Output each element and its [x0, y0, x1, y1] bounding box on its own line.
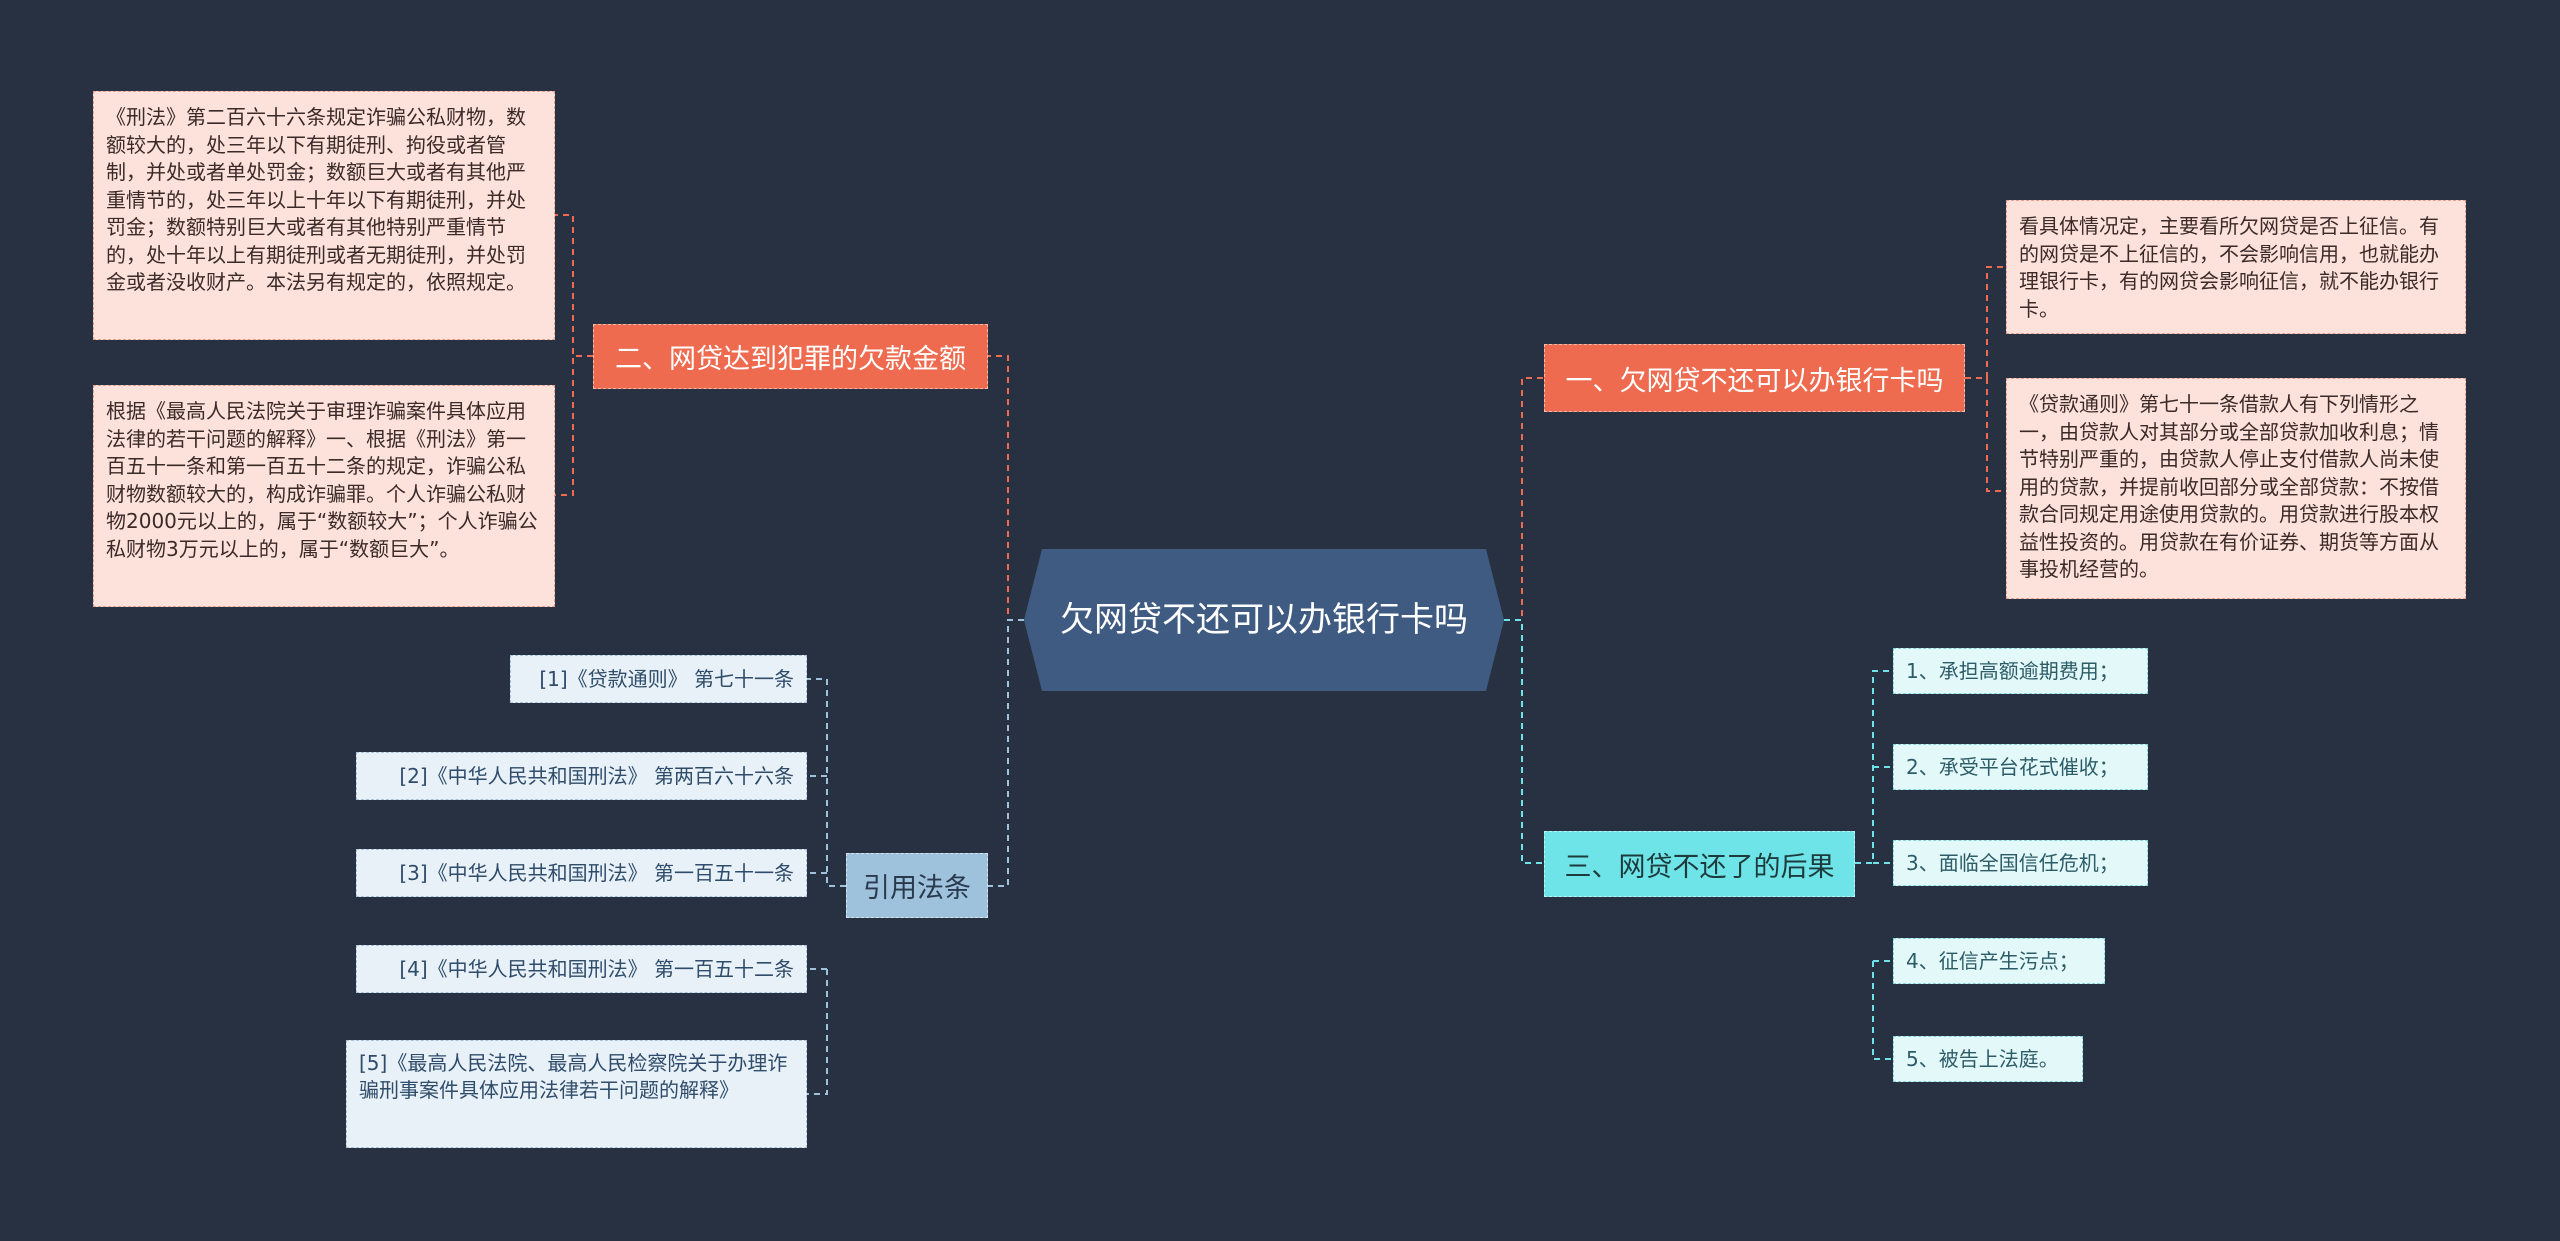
- branch-1-note-1[interactable]: 看具体情况定，主要看所欠网贷是否上征信。有的网贷是不上征信的，不会影响信用，也就…: [2006, 200, 2466, 334]
- link-b1-item1: [1965, 266, 2006, 379]
- branch-4-item-2[interactable]: [2]《中华人民共和国刑法》 第两百六十六条: [356, 752, 807, 800]
- root-topic-label: 欠网贷不还可以办银行卡吗: [1060, 600, 1468, 640]
- branch-3-item-1[interactable]: 1、承担高额逾期费用；: [1893, 648, 2148, 694]
- branch-2-note-1[interactable]: 《刑法》第二百六十六条规定诈骗公私财物，数额较大的，处三年以下有期徒刑、拘役或者…: [93, 91, 555, 340]
- branch-2-note-1-text: 《刑法》第二百六十六条规定诈骗公私财物，数额较大的，处三年以下有期徒刑、拘役或者…: [106, 105, 526, 294]
- branch-2-note-2[interactable]: 根据《最高人民法院关于审理诈骗案件具体应用法律的若干问题的解释》一、根据《刑法》…: [93, 385, 555, 607]
- branch-4-item-1[interactable]: [1]《贷款通则》 第七十一条: [510, 655, 807, 703]
- link-b1-item2: [1965, 377, 2006, 492]
- branch-1-note-1-text: 看具体情况定，主要看所欠网贷是否上征信。有的网贷是不上征信的，不会影响信用，也就…: [2019, 214, 2439, 321]
- branch-4-item-5-text: [5]《最高人民法院、最高人民检察院关于办理诈骗刑事案件具体应用法律若干问题的解…: [359, 1051, 788, 1102]
- branch-4-item-4-text: [4]《中华人民共和国刑法》 第一百五十二条: [399, 956, 794, 981]
- branch-3-item-3[interactable]: 3、面临全国信任危机；: [1893, 840, 2148, 886]
- link-b2-item2: [555, 355, 593, 496]
- branch-2-topic[interactable]: 二、网贷达到犯罪的欠款金额: [593, 324, 988, 389]
- branch-3-item-4-text: 4、征信产生污点；: [1906, 949, 2079, 973]
- branch-1-label: 一、欠网贷不还可以办银行卡吗: [1565, 365, 1944, 397]
- branch-4-item-3-text: [3]《中华人民共和国刑法》 第一百五十一条: [399, 860, 794, 885]
- branch-2-note-2-text: 根据《最高人民法院关于审理诈骗案件具体应用法律的若干问题的解释》一、根据《刑法》…: [106, 399, 538, 561]
- link-root-b2: [988, 355, 1024, 621]
- branch-2-label: 二、网贷达到犯罪的欠款金额: [615, 344, 966, 375]
- branch-3-item-1-text: 1、承担高额逾期费用；: [1906, 659, 2119, 683]
- branch-4-topic[interactable]: 引用法条: [846, 853, 988, 918]
- branch-4-item-5[interactable]: [5]《最高人民法院、最高人民检察院关于办理诈骗刑事案件具体应用法律若干问题的解…: [346, 1040, 807, 1148]
- link-b4-items: [807, 678, 846, 1095]
- branch-3-item-2-text: 2、承受平台花式催收；: [1906, 755, 2119, 779]
- branch-3-item-3-text: 3、面临全国信任危机；: [1906, 851, 2119, 875]
- link-root-b1: [1504, 377, 1544, 621]
- branch-1-topic[interactable]: 一、欠网贷不还可以办银行卡吗: [1544, 344, 1965, 412]
- link-b2-item1: [555, 214, 593, 357]
- branch-3-item-5[interactable]: 5、被告上法庭。: [1893, 1036, 2083, 1082]
- branch-4-item-4[interactable]: [4]《中华人民共和国刑法》 第一百五十二条: [356, 945, 807, 993]
- branch-4-label: 引用法条: [863, 873, 971, 904]
- branch-3-item-4[interactable]: 4、征信产生污点；: [1893, 938, 2105, 984]
- link-root-b3: [1504, 619, 1544, 864]
- branch-1-note-2[interactable]: 《贷款通则》第七十一条借款人有下列情形之一，由贷款人对其部分或全部贷款加收利息；…: [2006, 378, 2466, 599]
- root-topic[interactable]: 欠网贷不还可以办银行卡吗: [1024, 549, 1504, 691]
- link-b3-items: [1855, 670, 1893, 1060]
- branch-3-topic[interactable]: 三、网贷不还了的后果: [1544, 831, 1855, 897]
- branch-4-item-1-text: [1]《贷款通则》 第七十一条: [539, 666, 794, 691]
- branch-3-item-2[interactable]: 2、承受平台花式催收；: [1893, 744, 2148, 790]
- link-root-b4: [988, 619, 1024, 887]
- branch-4-item-2-text: [2]《中华人民共和国刑法》 第两百六十六条: [399, 763, 794, 788]
- branch-1-note-2-text: 《贷款通则》第七十一条借款人有下列情形之一，由贷款人对其部分或全部贷款加收利息；…: [2019, 392, 2439, 581]
- branch-3-item-5-text: 5、被告上法庭。: [1906, 1047, 2059, 1071]
- branch-4-item-3[interactable]: [3]《中华人民共和国刑法》 第一百五十一条: [356, 849, 807, 897]
- branch-3-label: 三、网贷不还了的后果: [1564, 851, 1835, 883]
